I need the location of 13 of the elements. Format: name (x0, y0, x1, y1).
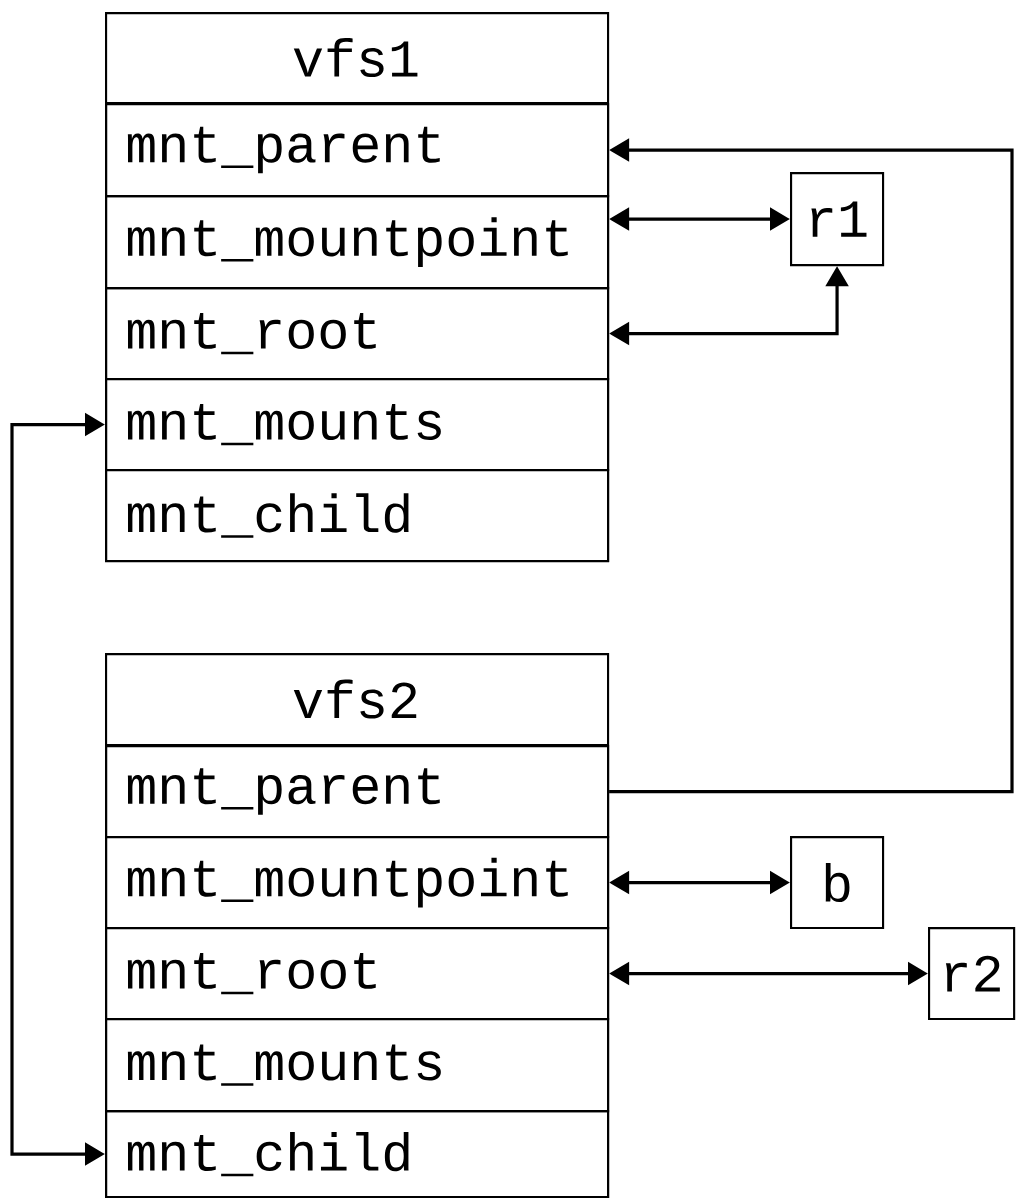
field-row: mnt_mounts (105, 1018, 610, 1113)
field-row: mnt_child (105, 469, 610, 563)
dentry-box: r2 (928, 927, 1016, 1021)
dentry-box: b (790, 836, 885, 930)
field-row: mnt_root (105, 287, 610, 381)
field-row: mnt_parent (105, 103, 610, 198)
field-row: mnt_root (105, 927, 610, 1021)
dentry-box: r1 (790, 172, 885, 267)
field-row: mnt_parent (105, 745, 610, 839)
field-row: mnt_child (105, 1110, 610, 1198)
field-row: mnt_mountpoint (105, 836, 610, 930)
field-row: mnt_mountpoint (105, 195, 610, 290)
field-row: mnt_mounts (105, 378, 610, 472)
